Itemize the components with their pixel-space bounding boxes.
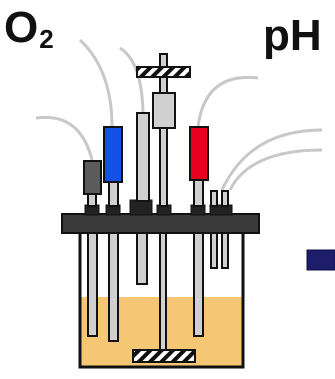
stirrer-shaft xyxy=(159,227,167,354)
sparger-tube xyxy=(87,227,98,337)
sensor-neck xyxy=(87,193,97,207)
ph-probe xyxy=(189,126,209,181)
ph-probe-neck xyxy=(193,179,204,207)
fitting-3 xyxy=(129,199,153,216)
motor-housing xyxy=(152,92,176,129)
ph-label: pH xyxy=(263,11,322,60)
cable-port-1 xyxy=(220,128,323,191)
ph-probe-shaft xyxy=(193,227,204,337)
feed-tube xyxy=(136,112,150,202)
sample-tube xyxy=(136,227,148,285)
vessel-wall xyxy=(78,232,245,369)
cable-port-2 xyxy=(228,148,323,191)
o2-label: O2 xyxy=(4,3,54,53)
stirrer-drive-shaft xyxy=(159,53,168,207)
arrow-stub xyxy=(306,249,335,271)
port-top-1 xyxy=(210,190,218,207)
cable-sensor-grey xyxy=(35,115,94,161)
o2-label-subscript: 2 xyxy=(39,24,54,54)
cable-o2-probe xyxy=(78,38,114,128)
o2-probe-neck xyxy=(108,181,119,207)
o2-probe xyxy=(103,126,123,183)
o2-probe-shaft xyxy=(108,227,119,342)
port-top-2 xyxy=(221,190,229,207)
probe-cables xyxy=(35,38,323,191)
cable-ph-probe xyxy=(196,75,259,128)
sensor-grey xyxy=(83,160,102,195)
cable-tube xyxy=(119,46,145,114)
impeller-icon xyxy=(132,349,196,363)
o2-label-main: O xyxy=(4,3,39,52)
vessel-lid xyxy=(61,213,260,234)
motor-coupling xyxy=(136,66,191,78)
